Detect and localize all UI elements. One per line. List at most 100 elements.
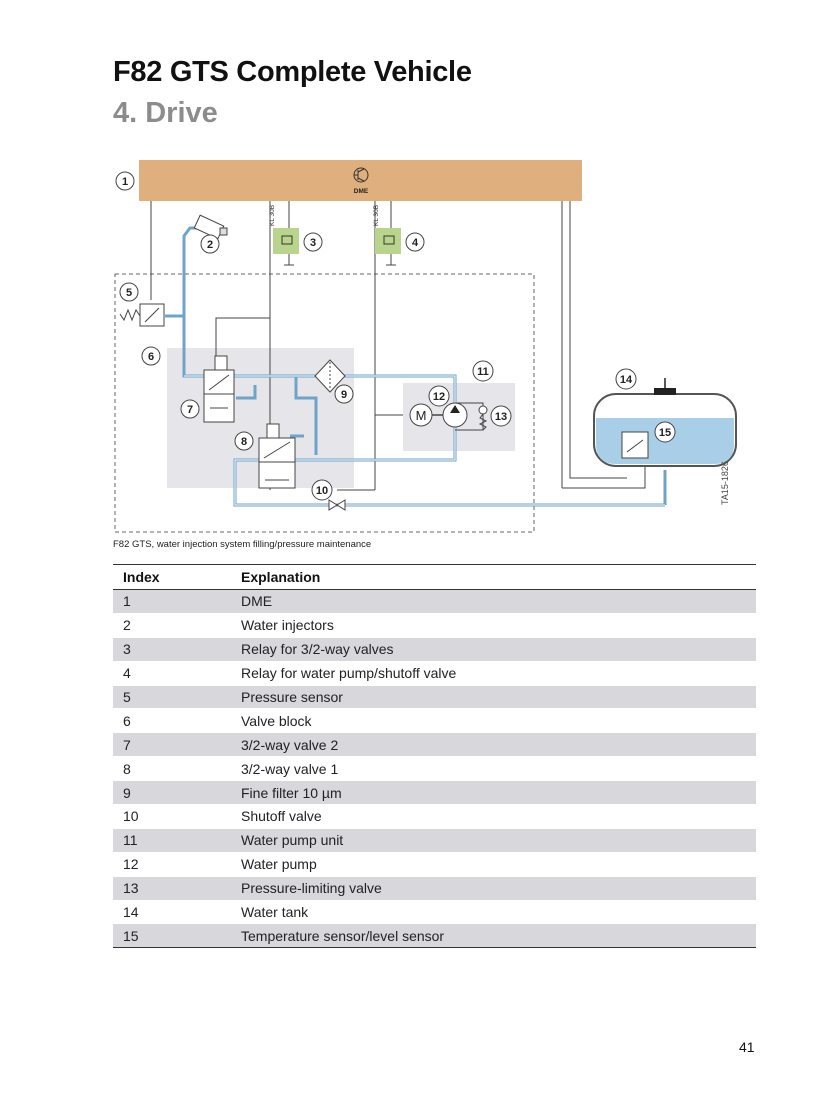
callout-6: 6 [141,346,161,366]
tank-cap [654,388,676,395]
row-index: 3 [113,637,241,662]
valve-block-boundary [114,273,535,533]
callout-15: 15 [654,421,676,443]
three-two-way-valve-1 [258,423,296,489]
fine-filter [314,359,346,393]
row-index: 7 [113,732,241,758]
svg-text:12: 12 [433,391,445,403]
row-explanation: Fine filter 10 µm [241,780,756,806]
relay-3 [273,228,299,254]
water-injector [193,214,228,240]
row-index: 2 [113,613,241,638]
svg-text:2: 2 [207,239,213,251]
temperature-level-sensor [621,431,649,459]
row-explanation: Relay for water pump/shutoff valve [241,661,756,686]
row-index: 15 [113,923,241,949]
row-explanation: Relay for 3/2-way valves [241,637,756,662]
row-explanation: 3/2-way valve 1 [241,756,756,782]
figure-code: TA15-1826 [720,461,730,505]
row-explanation: Water tank [241,900,756,925]
transistor-icon [353,167,369,183]
callout-11: 11 [472,360,494,382]
dme-unit [139,160,582,201]
row-explanation: Valve block [241,708,756,734]
callout-3: 3 [303,232,323,252]
callout-14: 14 [615,368,637,390]
svg-text:10: 10 [316,485,328,497]
row-explanation: Temperature sensor/level sensor [241,923,756,949]
page-number: 41 [739,1039,755,1055]
callout-1: 1 [115,171,135,191]
pressure-limiting-valve [455,402,488,431]
row-index: 12 [113,852,241,877]
shutoff-valve [328,499,346,511]
header-explanation: Explanation [241,564,756,590]
row-explanation: Pressure sensor [241,685,756,710]
kl30b-label-b: KL 30B [373,205,380,226]
row-index: 11 [113,828,241,853]
row-explanation: Water pump unit [241,828,756,853]
callout-13: 13 [490,405,512,427]
callout-5: 5 [119,282,139,302]
kl30b-label-a: KL 30B [269,205,276,226]
row-index: 5 [113,685,241,710]
page-title: F82 GTS Complete Vehicle [113,56,472,88]
row-explanation: DME [241,589,756,614]
callout-8: 8 [234,431,254,451]
svg-text:14: 14 [620,374,633,386]
figure-caption: F82 GTS, water injection system filling/… [113,539,372,550]
relay-4 [375,228,401,254]
header-index: Index [113,564,241,590]
section-title: 4. Drive [113,97,218,129]
row-explanation: 3/2-way valve 2 [241,732,756,758]
svg-text:13: 13 [495,411,507,423]
svg-text:11: 11 [477,366,489,378]
row-index: 13 [113,876,241,901]
callout-7: 7 [180,399,200,419]
motor-label: M [416,408,427,423]
table-header-row: Index Explanation [113,564,756,590]
row-index: 14 [113,900,241,925]
svg-text:6: 6 [148,351,154,363]
row-explanation: Water injectors [241,613,756,638]
row-index: 9 [113,780,241,806]
svg-text:3: 3 [310,237,316,249]
svg-text:4: 4 [412,237,419,249]
callout-2: 2 [200,234,220,254]
row-index: 8 [113,756,241,782]
svg-text:7: 7 [187,404,193,416]
three-two-way-valve-2 [203,355,235,423]
svg-text:15: 15 [659,427,671,439]
svg-text:5: 5 [126,287,132,299]
row-index: 1 [113,589,241,614]
svg-text:1: 1 [122,176,128,188]
callout-4: 4 [405,232,425,252]
callout-9: 9 [334,384,354,404]
svg-text:9: 9 [341,389,347,401]
row-index: 6 [113,708,241,734]
callout-10: 10 [311,479,333,501]
row-explanation: Shutoff valve [241,804,756,829]
row-explanation: Pressure-limiting valve [241,876,756,901]
row-explanation: Water pump [241,852,756,877]
callout-12: 12 [428,385,450,407]
dme-label: DME [354,188,369,195]
row-index: 4 [113,661,241,686]
water-injection-diagram: DME KL 30B KL 30B [114,160,737,533]
row-index: 10 [113,804,241,829]
